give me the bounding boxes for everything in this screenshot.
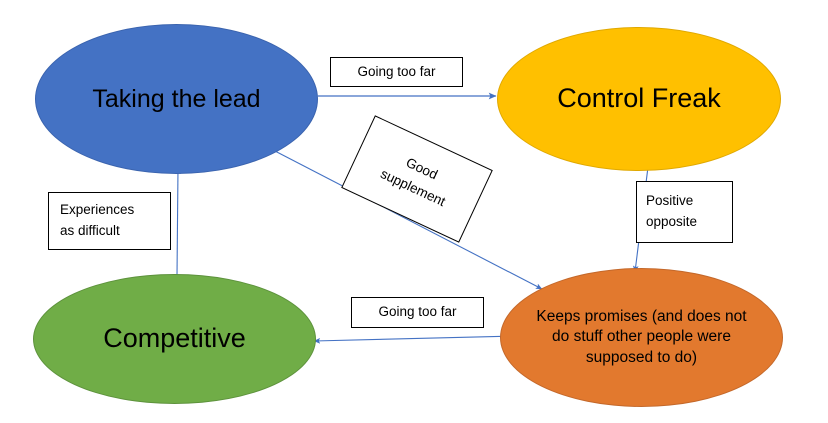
node-taking-the-lead-label: Taking the lead xyxy=(92,84,261,113)
node-competitive-label: Competitive xyxy=(103,323,246,354)
edge-label-good-supplement-text: Good supplement xyxy=(378,154,448,210)
edge-label-positive-opposite-text: Positive opposite xyxy=(646,193,698,229)
edge-label-positive-opposite[interactable]: Positive opposite xyxy=(636,181,733,243)
arrow-keeps-promises-to-competitive xyxy=(313,335,517,344)
node-control-freak-label: Control Freak xyxy=(557,83,721,114)
edge-label-experiences-as-difficult[interactable]: Experiences as difficult xyxy=(48,192,171,250)
edge-label-going-too-far-top-text: Going too far xyxy=(357,63,436,79)
node-control-freak[interactable]: Control Freak xyxy=(497,27,781,171)
node-keeps-promises[interactable]: Keeps promises (and does not do stuff ot… xyxy=(500,268,783,407)
node-competitive[interactable]: Competitive xyxy=(33,274,316,404)
arrow-competitive-to-taking-the-lead xyxy=(175,167,181,277)
edge-label-going-too-far-bottom-text: Going too far xyxy=(378,304,457,320)
edge-label-experiences-as-difficult-text: Experiences as difficult xyxy=(60,202,135,238)
node-keeps-promises-label: Keeps promises (and does not do stuff ot… xyxy=(536,307,747,366)
edge-label-going-too-far-top[interactable]: Going too far xyxy=(330,57,463,87)
arrow-taking-the-lead-to-keeps-promises xyxy=(272,149,543,290)
node-taking-the-lead[interactable]: Taking the lead xyxy=(35,24,318,174)
edge-label-going-too-far-bottom[interactable]: Going too far xyxy=(351,297,484,328)
